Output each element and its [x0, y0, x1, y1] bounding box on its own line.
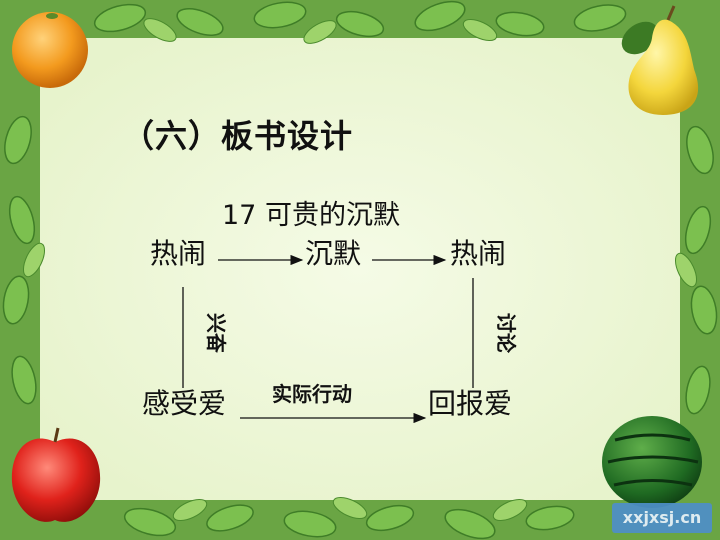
apple-icon — [11, 427, 101, 522]
word-gan-shou-ai: 感受爱 — [142, 387, 227, 420]
slide-title: （六）板书设计 — [122, 117, 354, 155]
lesson-heading: 17 可贵的沉默 — [222, 200, 400, 231]
word-renao-left: 热闹 — [150, 237, 207, 270]
word-hui-bao-ai: 回报爱 — [428, 387, 513, 420]
label-shiji-xingdong: 实际行动 — [272, 382, 352, 406]
word-chenmo: 沉默 — [305, 237, 362, 270]
orange-icon — [12, 12, 88, 88]
word-renao-right: 热闹 — [450, 237, 507, 270]
watermark-badge: xxjxsj.cn — [612, 503, 712, 533]
watermelon-icon — [602, 416, 702, 508]
pear-icon — [621, 5, 699, 115]
